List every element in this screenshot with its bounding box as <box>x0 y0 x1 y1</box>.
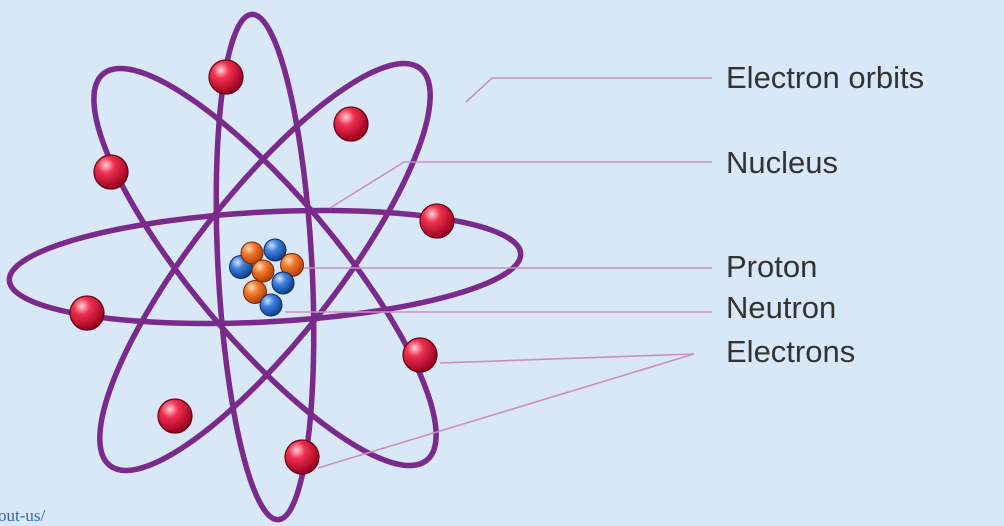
electron <box>403 338 437 372</box>
label-nucleus: Nucleus <box>726 147 838 178</box>
label-electrons: Electrons <box>726 336 855 367</box>
electron <box>334 107 368 141</box>
electron <box>285 440 319 474</box>
leader-electron-orbits <box>466 78 712 102</box>
leader-electrons-b <box>318 354 694 468</box>
electron <box>94 155 128 189</box>
electron <box>70 296 104 330</box>
proton <box>252 260 274 282</box>
neutron <box>272 272 294 294</box>
leader-nucleus <box>330 162 712 208</box>
electron <box>209 60 243 94</box>
label-neutron: Neutron <box>726 292 836 323</box>
electron <box>158 399 192 433</box>
neutron <box>260 294 282 316</box>
label-electron-orbits: Electron orbits <box>726 62 924 93</box>
nucleus <box>230 239 304 316</box>
electron <box>420 204 454 238</box>
leader-electrons-a <box>440 354 694 363</box>
label-proton: Proton <box>726 251 817 282</box>
url-link-fragment[interactable]: out-us/ <box>0 506 45 526</box>
